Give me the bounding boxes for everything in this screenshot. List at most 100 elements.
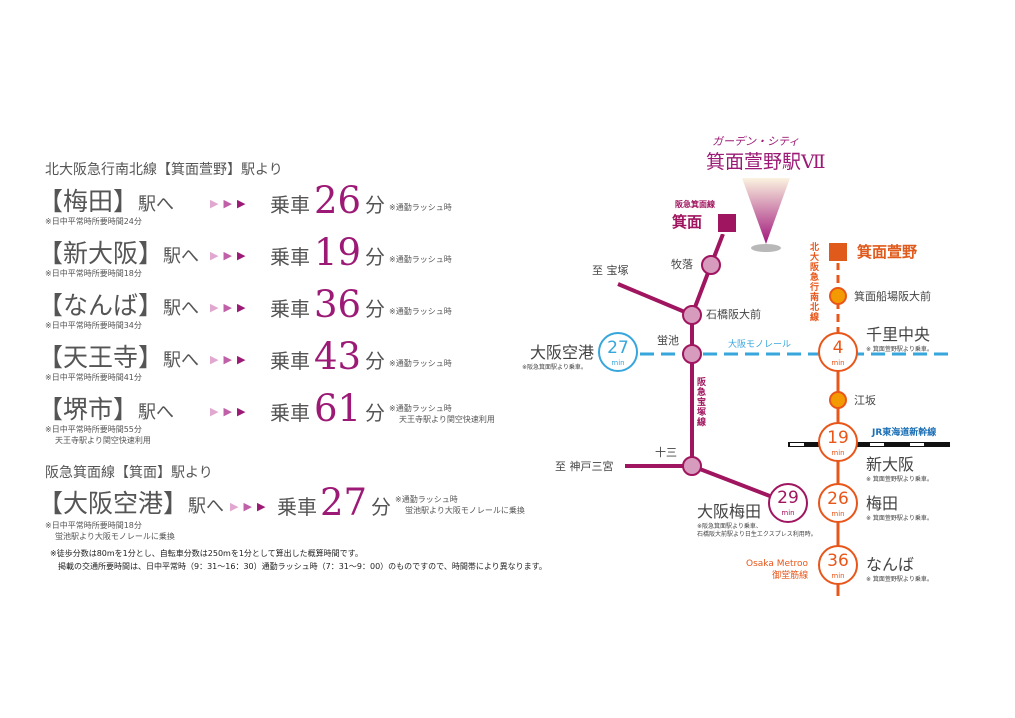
footnote-line: 掲載の交通所要時間は、日中平常時（9：31〜16：30）通勤ラッシュ時（7：31…	[58, 562, 547, 571]
kayano-station-marker	[827, 241, 849, 263]
hankyu-line	[617, 233, 789, 505]
minutes-value: 19	[314, 231, 362, 274]
note-line: ※通勤ラッシュ時	[389, 404, 452, 413]
note-line: ※日中平常時所要時間55分	[45, 425, 142, 434]
makiochi-label: 牧落	[671, 258, 693, 271]
note-line: ※日中平常時所要時間41分	[45, 373, 142, 382]
minutes-unit: 分	[365, 401, 385, 425]
makiochi-station	[701, 255, 721, 275]
ride-label: 乗車	[270, 245, 310, 269]
rush-note: ※通勤ラッシュ時蛍池駅より大阪モノレールに乗換	[395, 494, 525, 516]
note-line: ※日中平常時所要時間18分	[45, 269, 142, 278]
juso-station	[682, 456, 702, 476]
minoh-label: 箕面	[672, 213, 703, 231]
dest-name: 【堺市】	[38, 395, 139, 424]
minutes-unit: 分	[365, 193, 385, 217]
shinosaka-note: ※ 箕面萱野駅より乗車。	[866, 476, 933, 483]
jr-label: JR東海道新幹線	[872, 428, 937, 438]
namba-note: ※ 箕面萱野駅より乗車。	[866, 576, 933, 583]
note-line: ※日中平常時所要時間18分	[45, 521, 142, 530]
rush-note: ※通勤ラッシュ時天王寺駅より関空快速利用	[389, 403, 495, 425]
note-line: ※通勤ラッシュ時	[395, 495, 458, 504]
minutes-unit: 分	[365, 245, 385, 269]
rush-note: ※通勤ラッシュ時	[389, 306, 452, 317]
shinosaka-minutes: 19	[827, 428, 849, 448]
kayano-label: 箕面萱野	[857, 243, 918, 261]
minutes-value: 27	[320, 481, 368, 524]
ishibashi-label: 石橋阪大前	[706, 308, 761, 321]
namba-time-circle	[818, 545, 858, 585]
hotarugaike-label: 蛍池	[657, 334, 679, 347]
minutes-unit: 分	[365, 297, 385, 321]
minutes-value: 26	[314, 179, 362, 222]
daytime-note: ※日中平常時所要時間41分	[45, 372, 142, 383]
dest-name: 【梅田】	[38, 187, 139, 216]
airport-label: 大阪空港	[530, 343, 595, 362]
umeda-hankyu-time-circle	[768, 483, 808, 523]
senba-label: 箕面船場阪大前	[854, 290, 931, 303]
umeda-label: 梅田	[866, 494, 899, 513]
note-line: ※通勤ラッシュ時	[389, 307, 452, 316]
ride-label: 乗車	[270, 297, 310, 321]
daytime-note: ※日中平常時所要時間24分	[45, 216, 142, 227]
arrow-icon: ▶▶▶	[230, 500, 271, 513]
minoh-line-label: 阪急箕面線	[675, 200, 715, 209]
dest-suffix: 駅へ	[163, 350, 200, 371]
airport-minutes: 27	[607, 338, 629, 358]
umeda-note: ※ 箕面萱野駅より乗車。	[866, 515, 933, 522]
shinosaka-label: 新大阪	[866, 455, 915, 474]
dest-suffix: 駅へ	[138, 402, 175, 423]
heading-hankyu: 阪急箕面線【箕面】駅より	[45, 465, 213, 481]
minoh-station-marker	[716, 212, 738, 234]
senri-label: 千里中央	[866, 325, 931, 344]
shinosaka-time-circle	[818, 422, 858, 462]
arrow-icon: ▶▶▶	[210, 353, 251, 366]
map-title-sub: ガーデン・シティ	[712, 135, 800, 148]
note-line: 石橋阪大前駅より日生エクスプレス利用時。	[697, 531, 817, 538]
dest-suffix: 駅へ	[163, 246, 200, 267]
note-line: 天王寺駅より関空快速利用	[399, 415, 495, 424]
rush-note: ※通勤ラッシュ時	[389, 358, 452, 369]
min-unit: min	[831, 510, 845, 518]
takarazuka-label: 至 宝塚	[592, 264, 629, 277]
dest-suffix: 駅へ	[138, 194, 175, 215]
dest-row-title: 【なんば】駅へ	[38, 293, 199, 318]
minutes-unit: 分	[365, 349, 385, 373]
senri-note: ※ 箕面萱野駅より乗車。	[866, 346, 933, 353]
arrow-icon: ▶▶▶	[210, 405, 251, 418]
note-line: ※通勤ラッシュ時	[389, 203, 452, 212]
dest-suffix: 駅へ	[163, 298, 200, 319]
rush-note: ※通勤ラッシュ時	[389, 202, 452, 213]
jr-line	[788, 442, 950, 447]
min-unit: min	[781, 509, 795, 517]
umeda-hankyu-minutes: 29	[777, 488, 799, 508]
daytime-note: ※日中平常時所要時間34分	[45, 320, 142, 331]
senba-station	[829, 287, 847, 305]
namba-minutes: 36	[827, 551, 849, 571]
umeda-hankyu-note: ※阪急箕面駅より乗車、石橋阪大前駅より日生エクスプレス利用時。	[697, 523, 817, 539]
daytime-note: ※日中平常時所要時間18分	[45, 268, 142, 279]
minutes-value: 36	[314, 283, 362, 326]
minutes-value: 43	[314, 335, 362, 378]
dest-row-title: 【梅田】駅へ	[38, 189, 174, 214]
umeda-time-circle	[818, 483, 858, 523]
dest-row-title: 【堺市】駅へ	[38, 397, 174, 422]
minutes-unit: 分	[371, 495, 391, 519]
airport-note: ※阪急箕面駅より乗車。	[522, 364, 587, 371]
pin-shadow	[751, 244, 781, 252]
map-title: 箕面萱野駅Ⅶ	[706, 151, 826, 173]
senri-minutes: 4	[832, 338, 844, 358]
note-line: ※阪急箕面駅より乗車、	[697, 523, 762, 530]
dest-name: 【天王寺】	[38, 343, 164, 372]
dest-name: 【なんば】	[38, 291, 164, 320]
ride-label: 乗車	[270, 401, 310, 425]
metro-line-name: 御堂筋線	[772, 571, 809, 581]
min-unit: min	[611, 359, 625, 367]
note-line: 天王寺駅より関空快速利用	[55, 436, 151, 445]
dest-name: 【新大阪】	[38, 239, 164, 268]
airport-time-circle	[598, 332, 638, 372]
ishibashi-station	[682, 305, 702, 325]
arrow-icon: ▶▶▶	[210, 249, 251, 262]
daytime-note: ※日中平常時所要時間55分天王寺駅より関空快速利用	[45, 424, 151, 446]
